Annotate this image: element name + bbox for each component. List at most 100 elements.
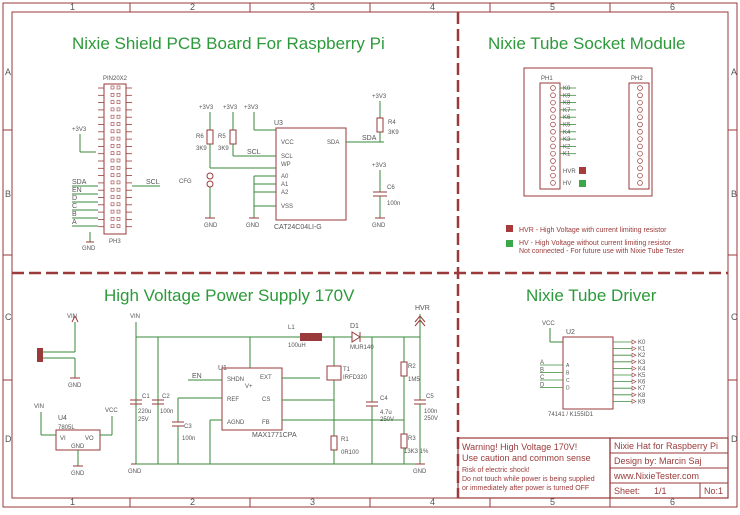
boost-converter: VIN GND C1 220u 25V C2 100n EN C3 100n U… bbox=[128, 305, 438, 475]
ph2-pad bbox=[637, 85, 643, 91]
gnd-label: GND bbox=[128, 469, 142, 475]
socket-k-label: K2 bbox=[563, 144, 571, 150]
row-label: D bbox=[731, 434, 738, 444]
driver-output-flag bbox=[631, 339, 637, 345]
u2-body bbox=[562, 336, 614, 410]
r4-c6: +3V3 R4 3K9 +3V3 C6 100n GND bbox=[372, 94, 400, 229]
ph2-pad bbox=[637, 158, 643, 164]
r6-resistor bbox=[206, 129, 214, 145]
u3-pin-vss: VSS bbox=[281, 204, 293, 210]
inner-frame bbox=[11, 11, 729, 499]
title-block: Nixie Hat for Raspberry Pi Design by: Ma… bbox=[609, 437, 729, 499]
socket-outline bbox=[523, 67, 653, 197]
header-pad bbox=[116, 217, 121, 221]
ph2-pad bbox=[637, 114, 643, 120]
ph1-pad bbox=[550, 165, 556, 172]
header-pad bbox=[110, 173, 115, 177]
col-label: 5 bbox=[550, 2, 555, 12]
ph2-pad bbox=[637, 121, 643, 128]
u3-pin-a1: A1 bbox=[281, 182, 289, 188]
regulator-u4: VIN U4 7805L VI VO GND VCC GND bbox=[34, 404, 118, 477]
header-pad bbox=[110, 209, 115, 214]
header-pad bbox=[116, 158, 121, 163]
row-label: B bbox=[5, 189, 11, 199]
u3-part: CAT24C04LI-G bbox=[274, 224, 322, 231]
header-pad bbox=[116, 151, 121, 155]
vin-jack: VIN GND bbox=[37, 314, 82, 389]
header-pad bbox=[116, 114, 121, 119]
hv-pad bbox=[579, 180, 586, 187]
ph2-pad bbox=[637, 143, 643, 150]
hv-label: HV bbox=[563, 181, 571, 187]
ph2-pad bbox=[637, 99, 643, 106]
r1-value: 0R100 bbox=[341, 450, 359, 456]
dc-jack bbox=[37, 348, 43, 362]
socket-k-label: K6 bbox=[563, 115, 571, 121]
hvr-label: HVR bbox=[563, 169, 576, 175]
header-pad bbox=[110, 217, 115, 221]
driver-output-flag bbox=[631, 385, 637, 391]
ph1-pad bbox=[550, 114, 556, 120]
hvr-label: HVR bbox=[415, 305, 430, 312]
driver-input-pin: A bbox=[566, 363, 570, 369]
u1-pin-ref: REF bbox=[227, 397, 239, 403]
c5-ref: C5 bbox=[426, 394, 434, 400]
u4-ref: U4 bbox=[58, 415, 67, 422]
header-pad bbox=[116, 187, 121, 192]
legend-swatch-hvr bbox=[506, 225, 513, 232]
u2-ref: U2 bbox=[566, 329, 575, 336]
website: www.NixieTester.com bbox=[613, 471, 699, 481]
ph1-pad bbox=[550, 143, 556, 150]
ph2-pad bbox=[637, 150, 643, 157]
header-pad bbox=[116, 100, 121, 104]
driver-input-pin: C bbox=[566, 378, 570, 384]
header-pad bbox=[116, 224, 121, 228]
driver-output-flag bbox=[631, 346, 637, 352]
ph1-pad bbox=[550, 136, 556, 142]
ph2-pad bbox=[637, 172, 643, 179]
col-label: 1 bbox=[70, 497, 75, 507]
driver-input-label: B bbox=[540, 368, 544, 374]
warning-title: Warning! High Voltage 170V! bbox=[462, 442, 577, 452]
gnd-label: GND bbox=[372, 223, 386, 229]
ph2-pad bbox=[637, 165, 643, 172]
warning-line2: Use caution and common sense bbox=[462, 453, 591, 463]
r2-value: 1M5 bbox=[408, 377, 420, 383]
socket-k-label: K8 bbox=[563, 101, 571, 107]
header-pad bbox=[110, 180, 115, 185]
sheet-label: Sheet: bbox=[614, 486, 640, 496]
u2-part: 74141 / K155ID1 bbox=[548, 412, 594, 418]
u3-pin-vcc: VCC bbox=[281, 140, 294, 146]
en-label: EN bbox=[192, 373, 202, 380]
r2-ref: R2 bbox=[408, 364, 416, 370]
r4-value: 3K9 bbox=[388, 130, 399, 136]
header-pad bbox=[110, 122, 115, 126]
r6-value: 3K9 bbox=[196, 146, 207, 152]
header-pad bbox=[110, 100, 115, 104]
signal-a: A bbox=[72, 219, 77, 226]
driver-output-label: K4 bbox=[638, 366, 646, 372]
driver-output-flag bbox=[631, 372, 637, 378]
ph1-body bbox=[539, 82, 561, 190]
c1-ref: C1 bbox=[142, 394, 150, 400]
driver-output-flag bbox=[631, 398, 637, 404]
r1-ref: R1 bbox=[341, 437, 349, 443]
v33-label: +3V3 bbox=[223, 105, 238, 111]
signal-b: B bbox=[72, 211, 77, 218]
r5-ref: R5 bbox=[218, 134, 226, 140]
scl-label: SCL bbox=[247, 149, 261, 156]
c4-value: 4.7u bbox=[380, 410, 392, 416]
u3-pin-wp: WP bbox=[281, 162, 291, 168]
socket-k-label: K3 bbox=[563, 137, 571, 143]
col-label: 6 bbox=[670, 497, 675, 507]
t1-part: IRFD320 bbox=[343, 375, 368, 381]
u3-body bbox=[275, 127, 347, 221]
row-label: A bbox=[731, 67, 737, 77]
t1-mosfet bbox=[326, 365, 342, 381]
u4-pin-vo: VO bbox=[85, 436, 94, 442]
hv-section-title: High Voltage Power Supply 170V bbox=[104, 286, 355, 305]
u3-ref: U3 bbox=[274, 120, 283, 127]
v33-label: +3V3 bbox=[372, 94, 387, 100]
